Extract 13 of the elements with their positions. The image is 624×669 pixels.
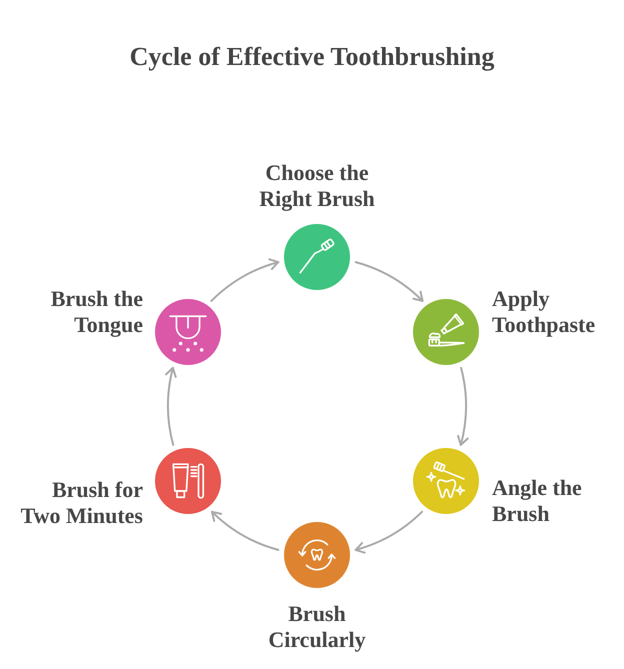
step-label: Brush Circularly [267, 601, 367, 653]
cycle-arrow [456, 366, 468, 446]
cycle-arrow [354, 510, 423, 554]
step-label: Brush for Two Minutes [20, 477, 143, 529]
step-label: Angle the Brush [492, 475, 583, 527]
step-label: Choose the Right Brush [258, 160, 376, 212]
cycle-arrow [210, 258, 280, 302]
cycle-arrow [211, 510, 280, 551]
step-label: Apply Toothpaste [492, 286, 596, 338]
cycle-arrow [165, 366, 178, 446]
step-label: Brush the Tongue [50, 286, 143, 338]
cycle-arrow [354, 261, 424, 302]
diagram-title: Cycle of Effective Toothbrushing [130, 41, 494, 73]
